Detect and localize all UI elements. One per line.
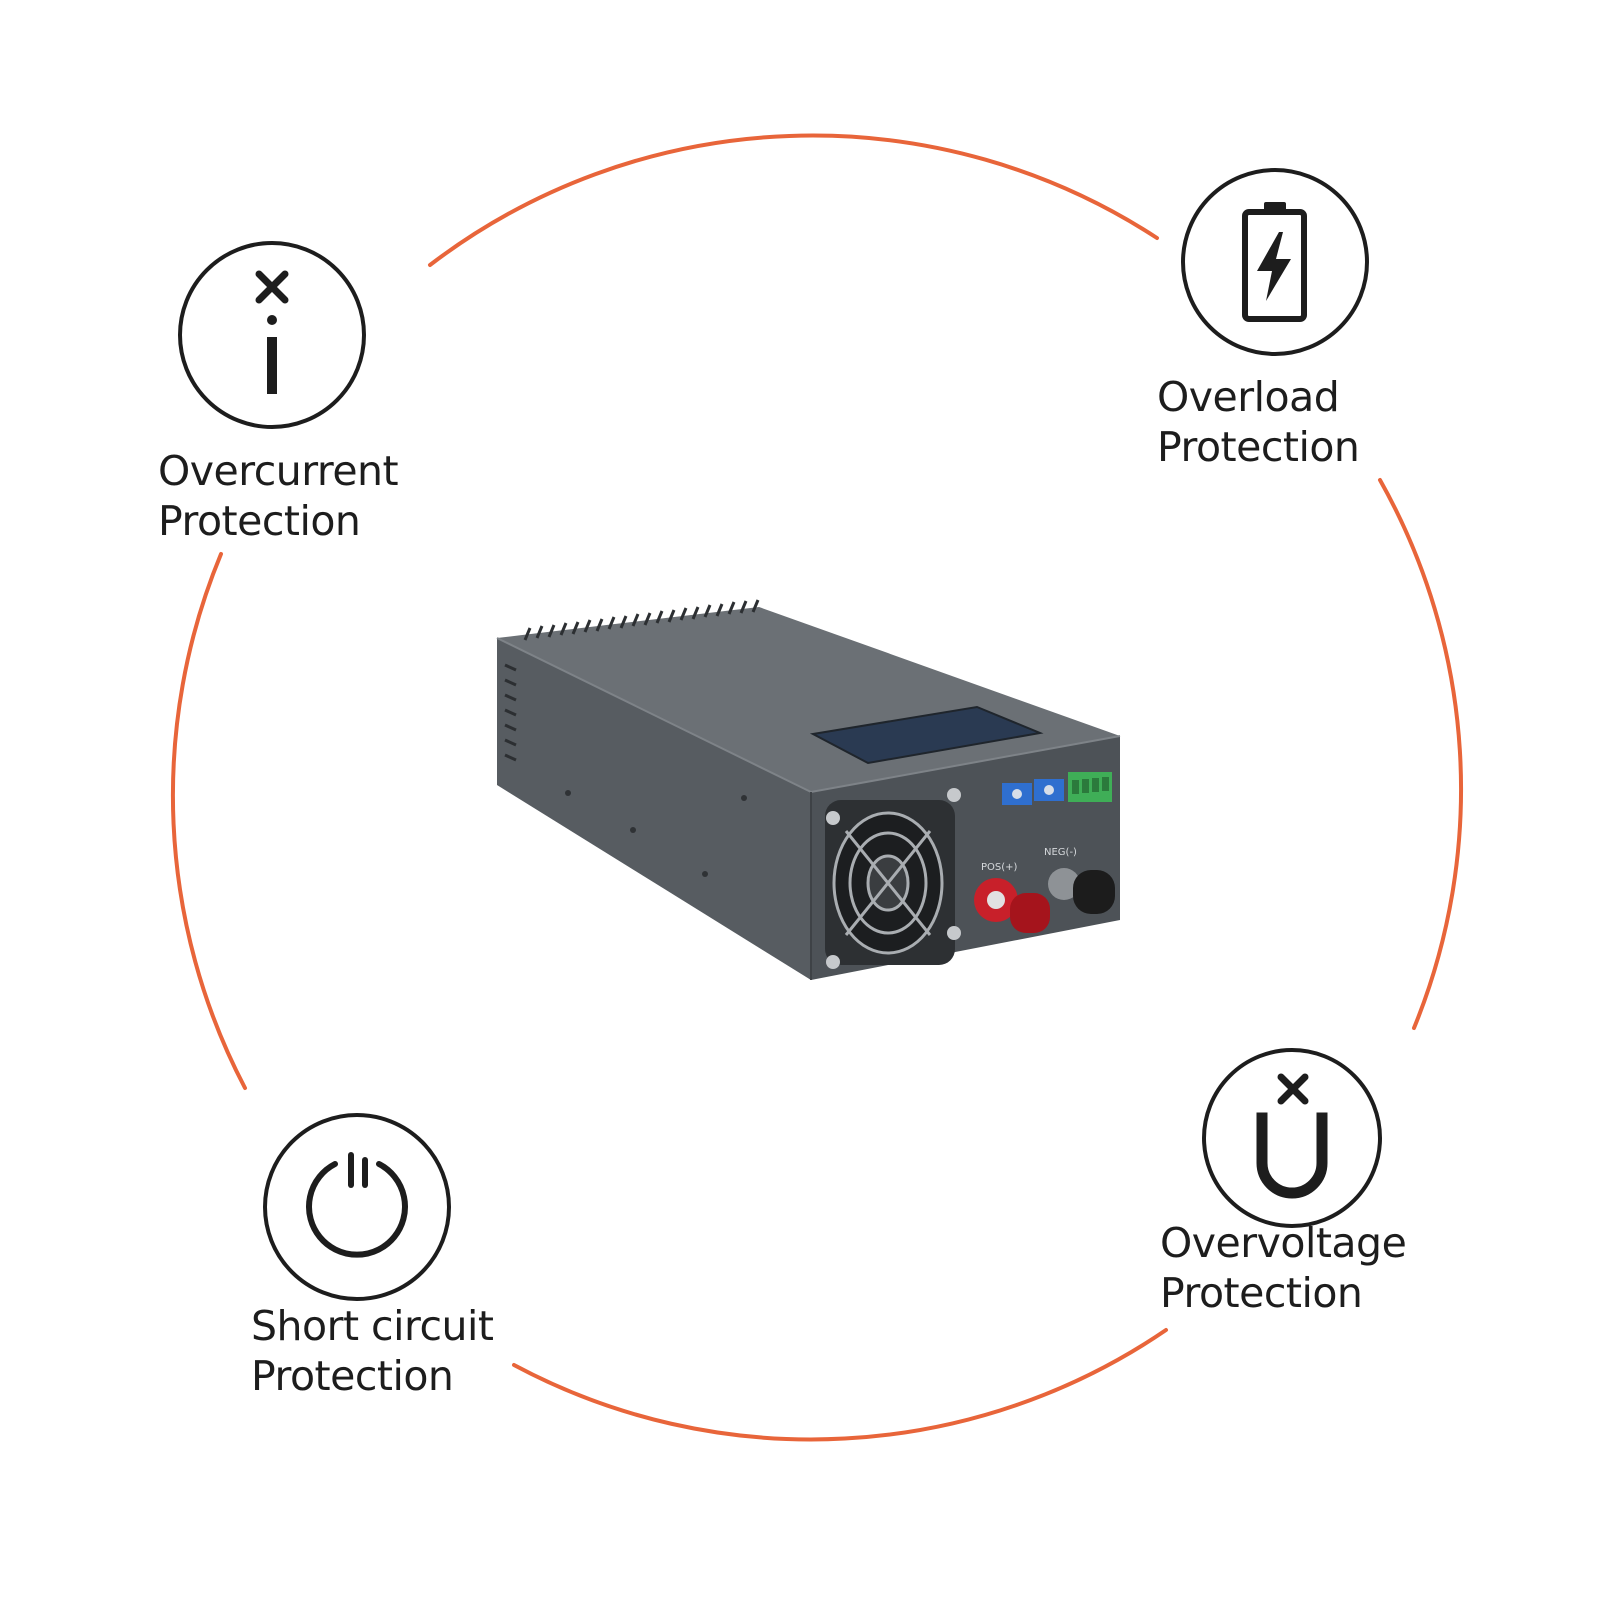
label-line: Overcurrent [158,447,399,495]
ring-arc-bottom [512,1328,1168,1442]
cooling-fan [825,788,961,969]
overvoltage-icon [1202,1048,1382,1228]
label-line: Protection [158,497,361,545]
display-window [809,705,1044,765]
top-vent-slots [523,599,760,641]
label-line: Overload [1157,373,1340,421]
label-line: Protection [1160,1269,1363,1317]
orange-ring [170,133,1464,1442]
short-circuit-protection-label: Short circuit Protection [251,1301,494,1401]
overcurrent-protection-label: Overcurrent Protection [158,446,399,546]
negative-terminal [1048,868,1115,914]
side-screws [565,790,747,877]
ring-arc-top [428,133,1159,267]
ring-arc-left [170,552,247,1090]
label-line: Short circuit [251,1302,494,1350]
power-icon [263,1113,451,1301]
negative-terminal-label: NEG(-) [1044,847,1077,858]
overcurrent-icon [178,241,366,429]
positive-terminal-label: POS(+) [981,862,1018,873]
label-line: Overvoltage [1160,1219,1407,1267]
battery-bolt-icon [1181,168,1369,356]
ring-arc-right [1378,478,1464,1030]
overload-protection-label: Overload Protection [1157,372,1360,472]
trim-pots [1002,779,1064,805]
label-line: Protection [251,1352,454,1400]
device-side-face [497,638,811,980]
positive-terminal [974,878,1050,933]
side-vent-slots [504,663,517,762]
label-line: Protection [1157,423,1360,471]
signal-terminal-block [1068,772,1112,802]
overvoltage-protection-label: Overvoltage Protection [1160,1218,1407,1318]
power-supply-unit: POS(+) NEG(-) [496,599,1121,980]
